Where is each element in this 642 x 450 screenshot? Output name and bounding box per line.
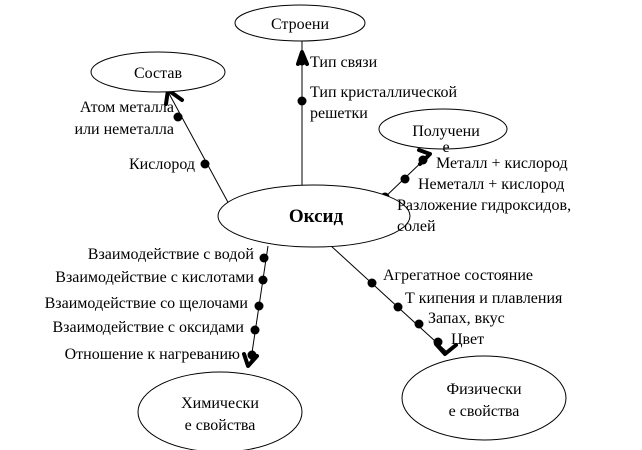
chemical-title-line1: Химически [181, 395, 259, 412]
chemical-item: Взаимодействие со щелочами [45, 295, 249, 312]
dot-physical-2 [393, 302, 403, 312]
chemical-item: Взаимодействие с кислотами [55, 269, 254, 286]
dot-chemical-5 [247, 350, 257, 360]
production-item: Неметалл + кислород [418, 176, 564, 193]
arrow-physical-icon [434, 342, 458, 356]
composition-item: Кислород [129, 156, 195, 173]
dot-composition-2 [200, 159, 210, 169]
physical-item: Т кипения и плавления [405, 290, 563, 307]
node-production [378, 108, 508, 150]
dot-production-1 [418, 155, 428, 165]
production-item: Металл + кислород [436, 155, 568, 172]
arrow-chemical-icon [242, 352, 259, 368]
node-structure [234, 4, 366, 42]
dot-production-2 [400, 174, 410, 184]
line-to-physical [329, 244, 448, 353]
structure-item: решетки [310, 105, 368, 122]
production-item: Разложение гидроксидов, [397, 197, 571, 214]
production-title-line2: е [442, 139, 449, 156]
composition-item: Атом металла [80, 99, 174, 116]
dot-physical-4 [433, 337, 443, 347]
physical-title-line1: Физически [446, 381, 522, 398]
node-composition [90, 51, 226, 93]
composition-title: Состав [134, 65, 182, 82]
physical-title-line2: е свойства [449, 403, 520, 420]
structure-item: Тип связи [310, 54, 378, 71]
dot-chemical-2 [258, 275, 268, 285]
dot-chemical-3 [254, 301, 264, 311]
chemical-item: Взаимодействие с водой [88, 246, 255, 263]
dot-composition-1 [173, 112, 183, 122]
production-title-line1: Получени [412, 123, 480, 140]
node-center [217, 184, 411, 248]
chemical-item: Взаимодействие с оксидами [52, 319, 244, 336]
dot-chemical-1 [259, 253, 269, 263]
production-item: солей [397, 218, 436, 235]
dot-structure-1 [297, 56, 307, 66]
node-physical [401, 355, 567, 441]
dot-chemical-4 [250, 325, 260, 335]
node-chemical [137, 371, 303, 450]
physical-item: Цвет [451, 331, 484, 348]
dot-physical-1 [367, 278, 377, 288]
center-title: Оксид [289, 206, 344, 227]
structure-item: Тип кристаллической [310, 84, 458, 101]
line-to-composition [165, 87, 231, 207]
dot-structure-2 [297, 96, 307, 106]
composition-item: или неметалла [75, 121, 175, 138]
dot-physical-3 [414, 319, 424, 329]
chemical-item: Отношение к нагреванию [65, 346, 240, 363]
physical-item: Агрегатное состояние [383, 267, 533, 284]
chemical-title-line2: е свойства [185, 417, 256, 434]
structure-title: Строени [271, 16, 330, 33]
physical-item: Запах, вкус [428, 310, 505, 327]
branch-dots [173, 56, 443, 360]
